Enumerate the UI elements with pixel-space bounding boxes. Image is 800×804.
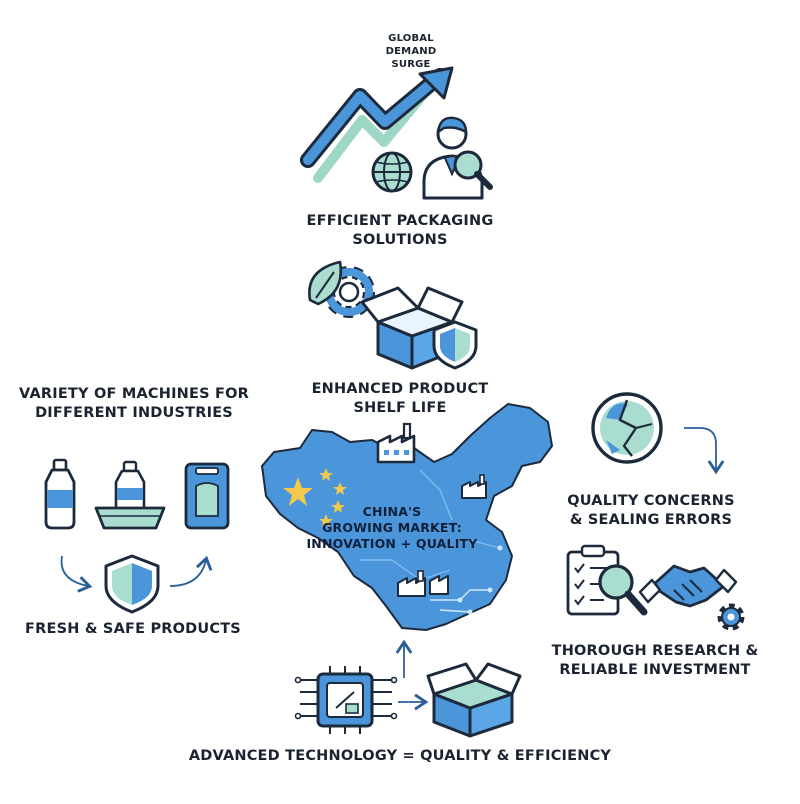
china-market-label: CHINA'S GROWING MARKET: INNOVATION + QUA… bbox=[306, 504, 478, 551]
enhanced-shelf-life-label: ENHANCED PRODUCT SHELF LIFE bbox=[311, 381, 489, 416]
shield-icon bbox=[104, 554, 160, 614]
globe-icon bbox=[371, 151, 413, 193]
arrow-fresh-left bbox=[60, 555, 93, 593]
fresh-safe-label: FRESH & SAFE PRODUCTS bbox=[25, 621, 241, 637]
leaf-gear-icon bbox=[308, 260, 375, 318]
microchip-icon bbox=[294, 666, 398, 734]
global-demand-label: GLOBAL DEMAND SURGE bbox=[385, 33, 437, 70]
advanced-tech-label: ADVANCED TECHNOLOGY = QUALITY & EFFICIEN… bbox=[188, 748, 612, 764]
magnifier-icon bbox=[598, 564, 648, 616]
growth-arrow-icon bbox=[300, 66, 454, 183]
pouch-icon bbox=[184, 462, 230, 530]
bottle-icon bbox=[44, 458, 76, 530]
variety-machines-label: VARIETY OF MACHINES FOR DIFFERENT INDUST… bbox=[19, 386, 249, 421]
research-investment-label: THOROUGH RESEARCH & RELIABLE INVESTMENT bbox=[551, 643, 759, 678]
magnifier-icon bbox=[453, 150, 493, 190]
efficient-packaging-label: EFFICIENT PACKAGING SOLUTIONS bbox=[306, 213, 494, 248]
handshake-icon bbox=[638, 564, 738, 608]
checklist-icon bbox=[566, 544, 620, 616]
arrow-fresh-right bbox=[169, 555, 213, 587]
tray-bottle-icon bbox=[94, 460, 166, 530]
shield-icon bbox=[432, 320, 478, 370]
open-box-icon bbox=[360, 286, 464, 370]
open-box-icon bbox=[426, 662, 522, 738]
gear-icon bbox=[717, 603, 745, 631]
star-icon bbox=[283, 468, 347, 527]
factory-icon bbox=[376, 422, 487, 597]
quality-concerns-label: QUALITY CONCERNS & SEALING ERRORS bbox=[567, 493, 735, 528]
cracked-seal-icon bbox=[591, 392, 663, 464]
arrow-quality bbox=[684, 427, 725, 475]
